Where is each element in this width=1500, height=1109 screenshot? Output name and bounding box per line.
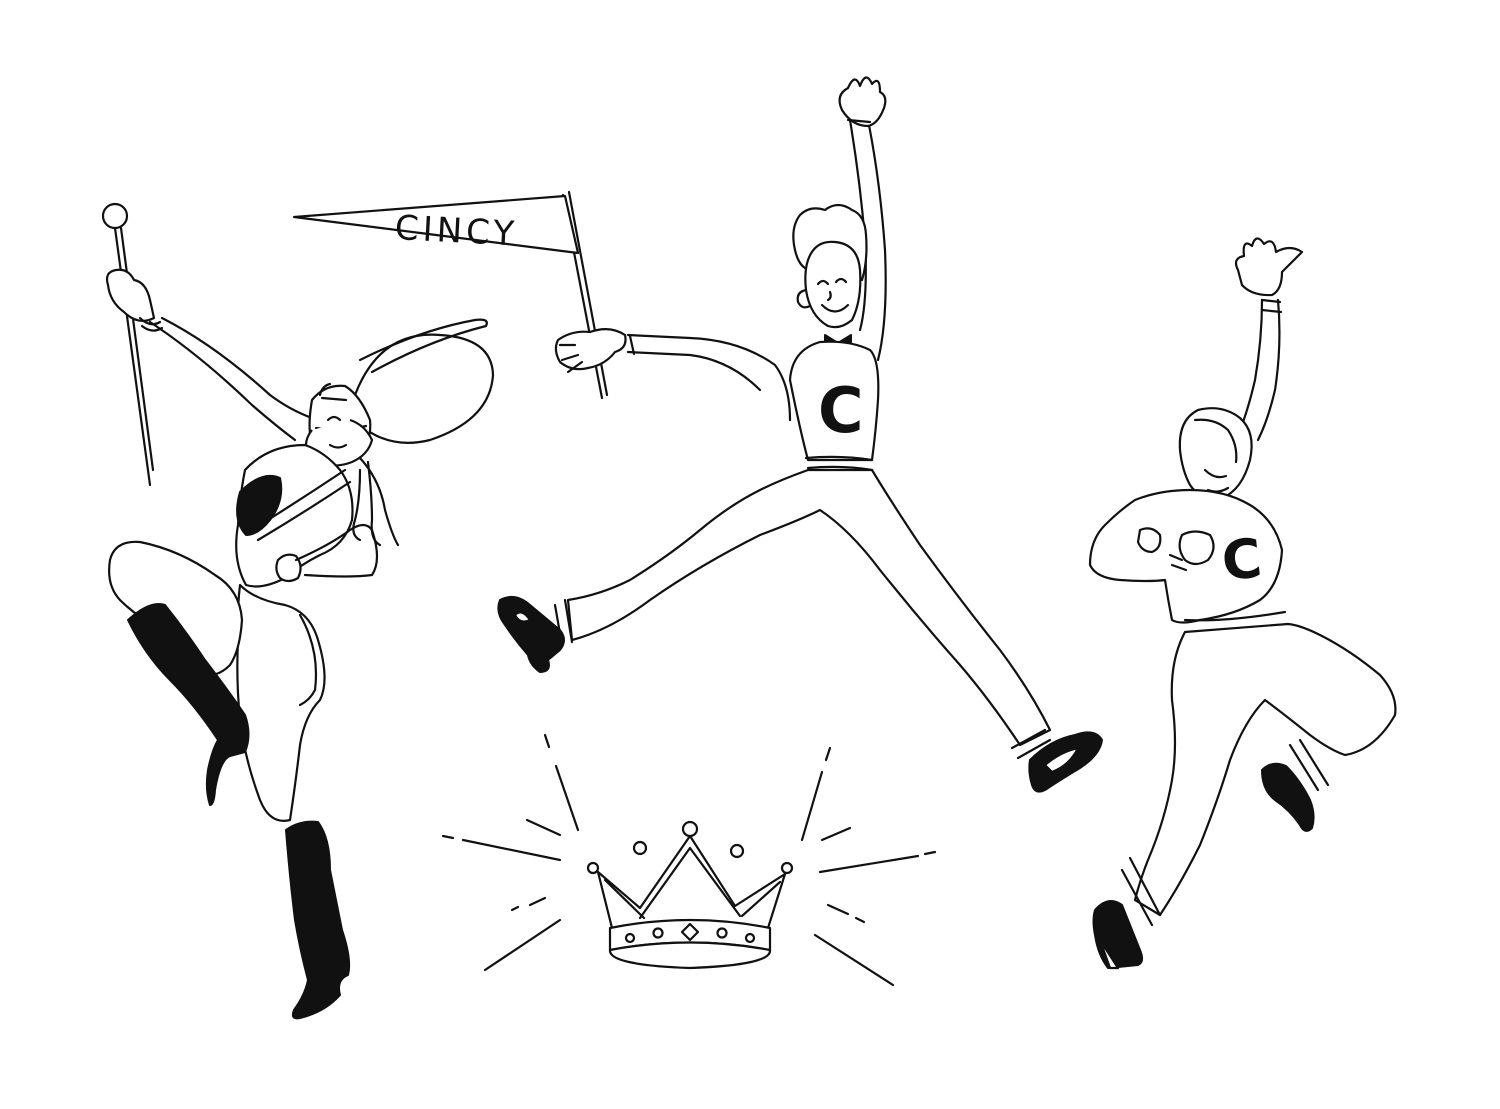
- center-left-hand: [554, 328, 627, 371]
- center-cheerleader-figure: CINCY C: [292, 76, 1103, 793]
- right-shoe-left: [1092, 900, 1144, 969]
- shako-plume: [353, 333, 495, 444]
- baton: [101, 202, 155, 487]
- right-shoe-right: [1261, 762, 1315, 832]
- center-shoe-left: [497, 595, 565, 673]
- majorette-boot-raised: [127, 603, 250, 806]
- crown-with-rays: [441, 733, 937, 987]
- right-pants: [1133, 622, 1397, 917]
- pennant-text: CINCY: [394, 208, 519, 254]
- crown-rays: [441, 733, 937, 987]
- right-raised-hand: [1234, 237, 1304, 297]
- majorette-legs: [236, 583, 326, 822]
- center-pants: [566, 468, 1052, 747]
- center-sweater-letter: C: [818, 374, 864, 447]
- center-sweater: [788, 340, 880, 462]
- center-face: [804, 240, 862, 329]
- right-head: [1178, 407, 1253, 500]
- center-raised-hand: [838, 76, 887, 128]
- majorette-boot-standing: [285, 820, 351, 1020]
- right-sweater-letter: C: [1219, 526, 1265, 593]
- pennant-flag: [292, 194, 580, 255]
- drum-majorette-figure: [101, 202, 495, 1020]
- majorette-hand: [105, 268, 156, 323]
- right-cheerleader-figure: C: [1088, 237, 1397, 970]
